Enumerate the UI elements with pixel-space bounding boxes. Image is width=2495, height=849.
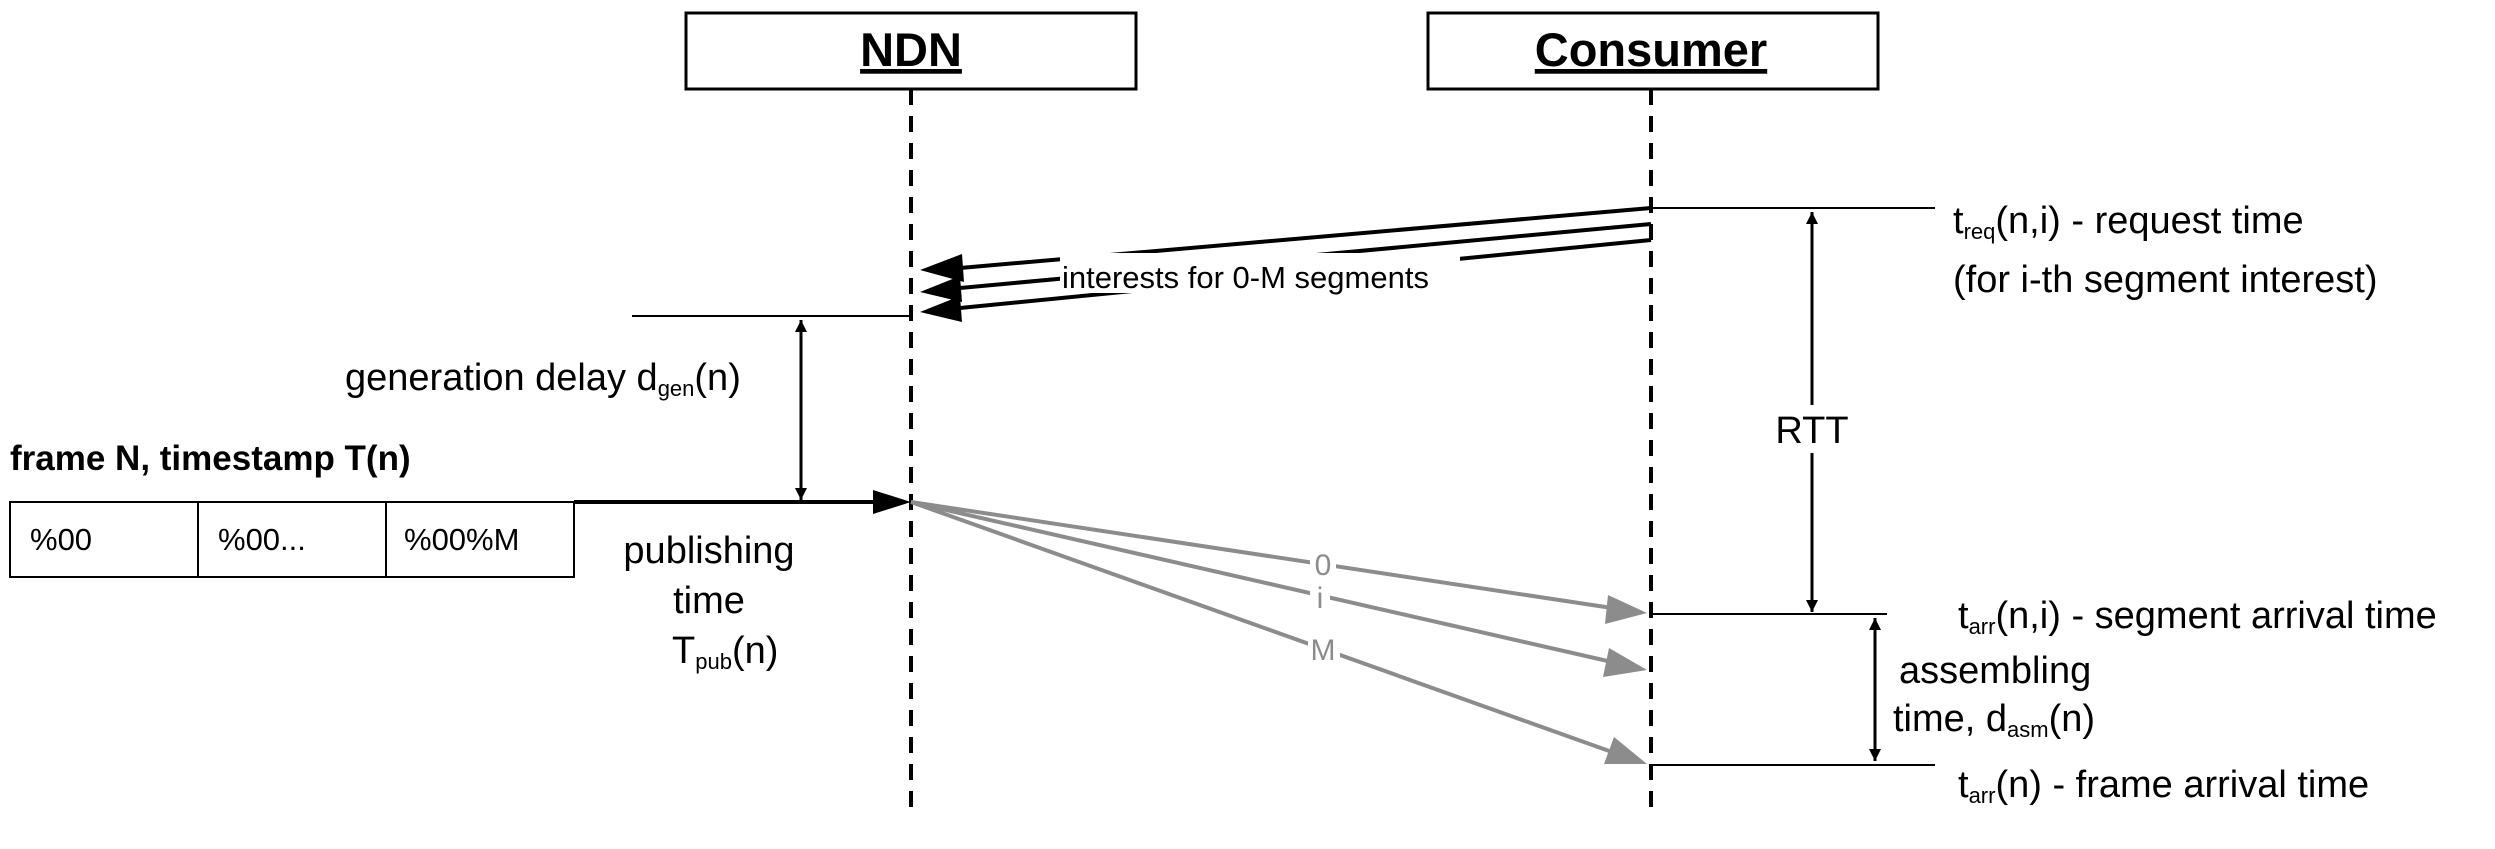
segment-label-M: M [1311, 634, 1336, 667]
frame-segment-cell [197, 501, 387, 578]
seg-label-bg [1308, 632, 1340, 666]
segment-label-i: i [1317, 582, 1324, 615]
frame-segments: %00 %00... %00%M [9, 501, 575, 578]
rtt-label: RTT [1775, 410, 1848, 452]
frame-segment-cell [9, 501, 199, 578]
consumer-actor: Consumer [1426, 11, 1880, 91]
interests-label-bg [1060, 253, 1460, 293]
segment-arrows [910, 500, 1647, 764]
frame-segment-label: %00%M [404, 522, 519, 557]
frame-segment-cell [385, 501, 575, 578]
consumer-actor-box [1426, 11, 1880, 91]
ndn-actor: NDN [684, 11, 1138, 91]
rtt-label-bg [1768, 405, 1856, 453]
publish-arrowhead [873, 490, 911, 514]
seg-label-bg [1310, 584, 1330, 616]
segment-arrow-i [910, 500, 1613, 664]
consumer-actor-label: Consumer [1535, 23, 1767, 76]
gen-delay-label: generation delay dgen(n) [345, 357, 741, 401]
frame-title: frame N, timestamp T(n) [10, 439, 411, 478]
seg-label-bg [1310, 548, 1336, 580]
assembling-line2: time, dasm(n) [1893, 698, 2095, 742]
interests-label: interests for 0-M segments [1062, 260, 1429, 295]
t-req-label: treq(n,i) - request time [1953, 200, 2304, 244]
frame-segment-label: %00... [218, 522, 306, 557]
t-arr-frame-label: tarr(n) - frame arrival time [1958, 764, 2369, 808]
t-req-note: (for i-th segment interest) [1953, 259, 2377, 301]
publishing-time-line1: publishing [623, 530, 794, 572]
frame-segment-label: %00 [30, 522, 92, 557]
assembling-line1: assembling [1899, 650, 2091, 692]
segment-arrow-0 [910, 500, 1613, 610]
t-arr-seg-label: tarr(n,i) - segment arrival time [1958, 595, 2437, 639]
segment-arrow-M [910, 500, 1613, 754]
segment-label-0: 0 [1315, 549, 1332, 582]
publishing-time-line2: time [673, 580, 745, 622]
t-pub-label: Tpub(n) [672, 630, 778, 674]
ndn-actor-label: NDN [860, 23, 962, 76]
ndn-actor-box [684, 11, 1138, 91]
